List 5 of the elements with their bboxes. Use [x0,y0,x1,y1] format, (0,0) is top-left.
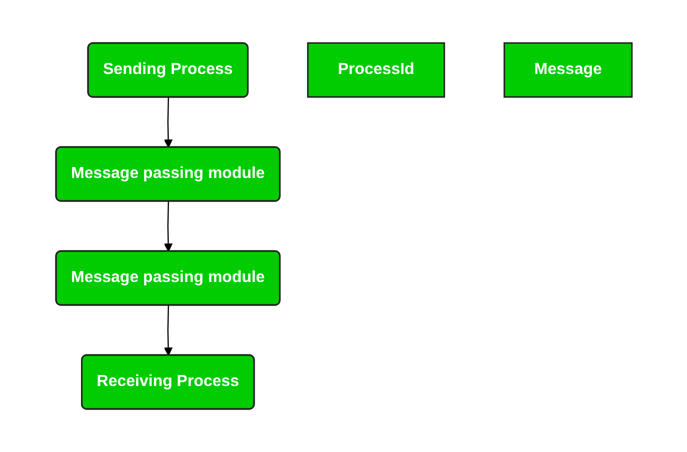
node-box: ProcessId [306,42,445,98]
node-box: Message [503,42,632,98]
arrow [163,305,172,356]
arrow [163,97,172,148]
arrow [163,201,172,252]
